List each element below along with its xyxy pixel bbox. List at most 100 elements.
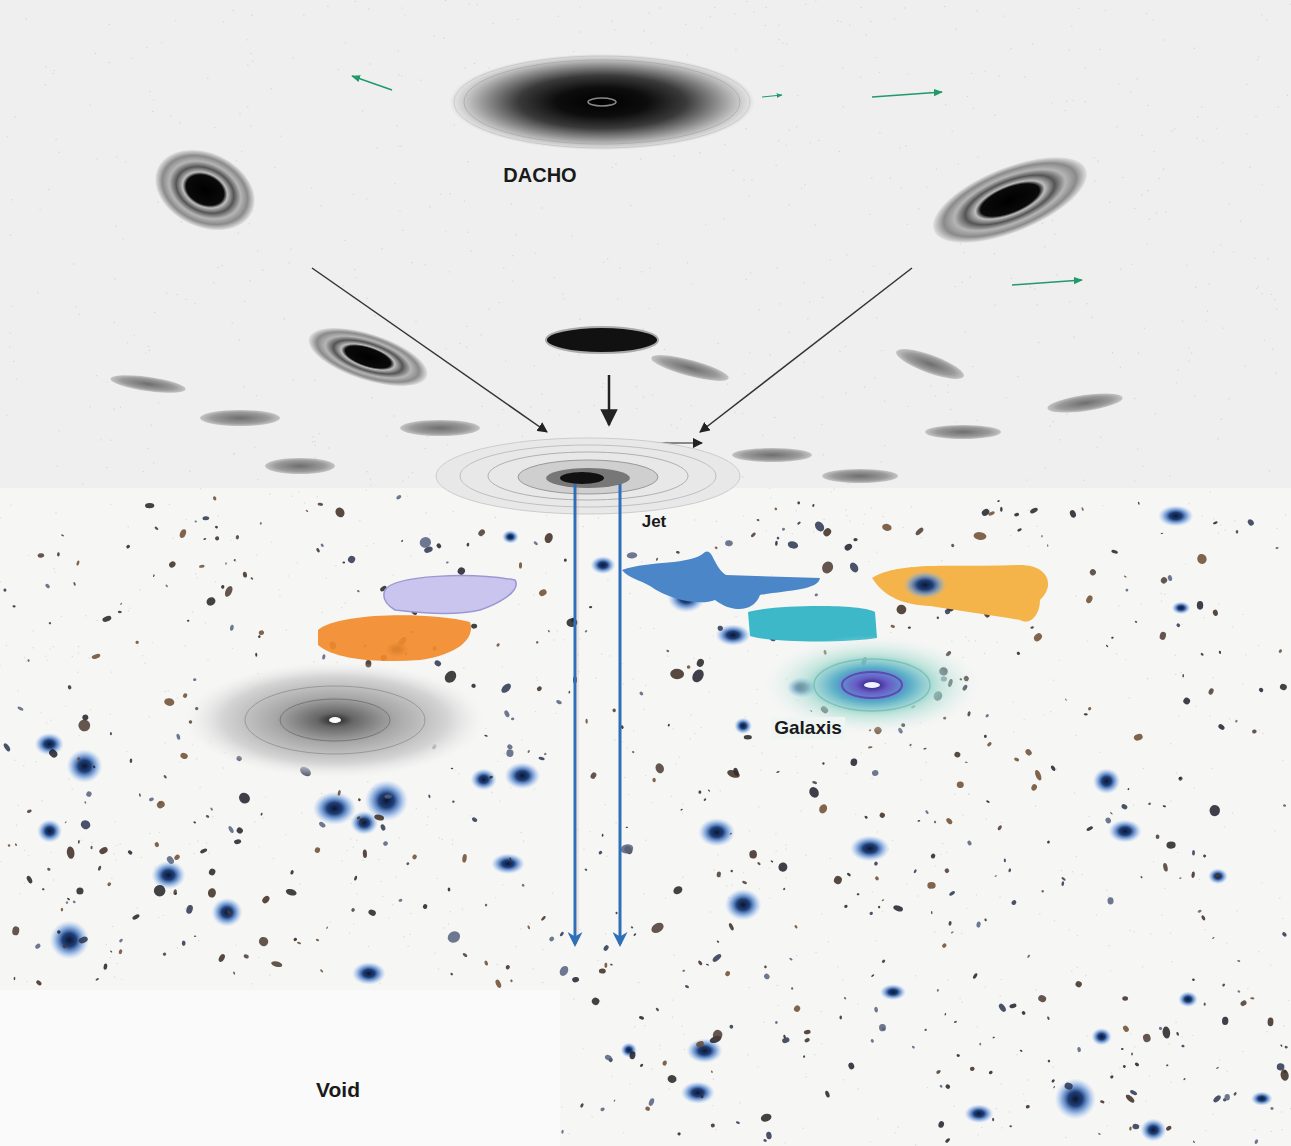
galaxy-dot (988, 510, 996, 516)
texture-speck (571, 235, 572, 236)
blue-galaxy (964, 1104, 993, 1123)
galaxy-dot (936, 1069, 942, 1074)
texture-speck (1261, 14, 1262, 15)
texture-speck (533, 594, 534, 595)
texture-speck (690, 405, 691, 406)
texture-speck (504, 753, 505, 754)
texture-speck (953, 1106, 954, 1107)
galaxy-dot (1252, 729, 1257, 734)
galaxy-dot (1215, 873, 1221, 878)
texture-speck (499, 800, 500, 801)
galaxy-dot (687, 665, 691, 669)
texture-speck (7, 136, 8, 137)
texture-speck (1267, 258, 1268, 259)
galaxy-dot (700, 1095, 703, 1099)
galaxy-dot (1104, 817, 1111, 825)
texture-speck (809, 301, 810, 302)
galaxy-dot (1077, 1047, 1082, 1053)
texture-speck (955, 421, 956, 422)
galaxy-dot (803, 1055, 806, 1058)
texture-speck (116, 156, 117, 157)
texture-speck (1119, 1067, 1120, 1068)
texture-speck (834, 488, 835, 489)
galaxy-dot (697, 960, 703, 966)
texture-speck (785, 145, 786, 146)
galaxy-dot (462, 854, 467, 863)
illustration-line (1012, 280, 1082, 285)
galaxy-dot (176, 733, 181, 740)
galaxy-dot (966, 840, 972, 846)
texture-speck (96, 375, 97, 376)
galaxy-dot (1061, 881, 1064, 886)
galaxy-dot (158, 801, 161, 804)
galaxy-dot (102, 615, 113, 623)
texture-speck (837, 20, 838, 21)
galaxy-dot (954, 1021, 958, 1024)
texture-speck (557, 630, 558, 631)
texture-speck (1222, 162, 1223, 163)
texture-speck (153, 99, 154, 100)
texture-speck (872, 891, 873, 892)
texture-speck (671, 796, 672, 797)
texture-speck (280, 135, 281, 136)
texture-speck (1206, 321, 1207, 322)
texture-speck (652, 802, 653, 803)
texture-speck (143, 471, 144, 472)
texture-speck (918, 208, 919, 209)
galaxy-dot (1122, 1064, 1126, 1068)
texture-speck (1054, 234, 1055, 235)
galaxy-dot (450, 972, 454, 976)
texture-speck (1072, 100, 1073, 101)
texture-speck (1030, 287, 1031, 288)
texture-speck (327, 6, 328, 7)
galaxy-dot (934, 820, 937, 823)
texture-speck (830, 259, 831, 260)
texture-speck (947, 980, 948, 981)
texture-speck (840, 21, 841, 22)
texture-speck (999, 830, 1000, 831)
texture-speck (1085, 975, 1086, 976)
galaxy-dot (909, 743, 912, 746)
texture-speck (1212, 677, 1213, 678)
illustration-ellipse (142, 134, 268, 245)
texture-speck (659, 1045, 660, 1046)
texture-speck (735, 616, 736, 617)
texture-speck (522, 436, 523, 437)
texture-speck (935, 865, 936, 866)
galaxy-dot (997, 500, 1000, 502)
galaxy-dot (944, 1013, 946, 1016)
galaxy-dot (846, 872, 851, 877)
texture-speck (601, 654, 602, 655)
texture-speck (848, 483, 849, 484)
galaxy-dot (72, 900, 75, 903)
texture-speck (830, 858, 831, 859)
galaxy-dot (937, 989, 940, 992)
texture-speck (1130, 1033, 1131, 1034)
galaxy-dot (152, 883, 167, 898)
texture-speck (1266, 1031, 1267, 1032)
galaxy-dot (739, 903, 742, 906)
galaxy-dot (1050, 765, 1056, 772)
galaxy-dot (1053, 1086, 1055, 1089)
texture-speck (119, 844, 120, 845)
texture-speck (1097, 161, 1098, 162)
texture-speck (1170, 800, 1171, 801)
texture-speck (715, 1129, 716, 1130)
galaxy-dot (1021, 1010, 1026, 1015)
galaxy-dot (1034, 769, 1043, 781)
texture-speck (858, 1088, 859, 1089)
texture-speck (165, 742, 166, 743)
texture-speck (194, 303, 195, 304)
texture-speck (521, 739, 522, 740)
galaxy-dot (1047, 1060, 1050, 1063)
texture-speck (10, 332, 11, 333)
texture-speck (619, 267, 620, 268)
texture-speck (147, 448, 148, 449)
galaxy-dot (544, 752, 547, 755)
texture-speck (379, 983, 380, 984)
galaxy-dot (165, 584, 168, 587)
galaxy-dot (814, 593, 818, 597)
texture-speck (971, 73, 972, 74)
galaxy-dot (1129, 1089, 1138, 1096)
galaxy-dot (1122, 1024, 1130, 1033)
